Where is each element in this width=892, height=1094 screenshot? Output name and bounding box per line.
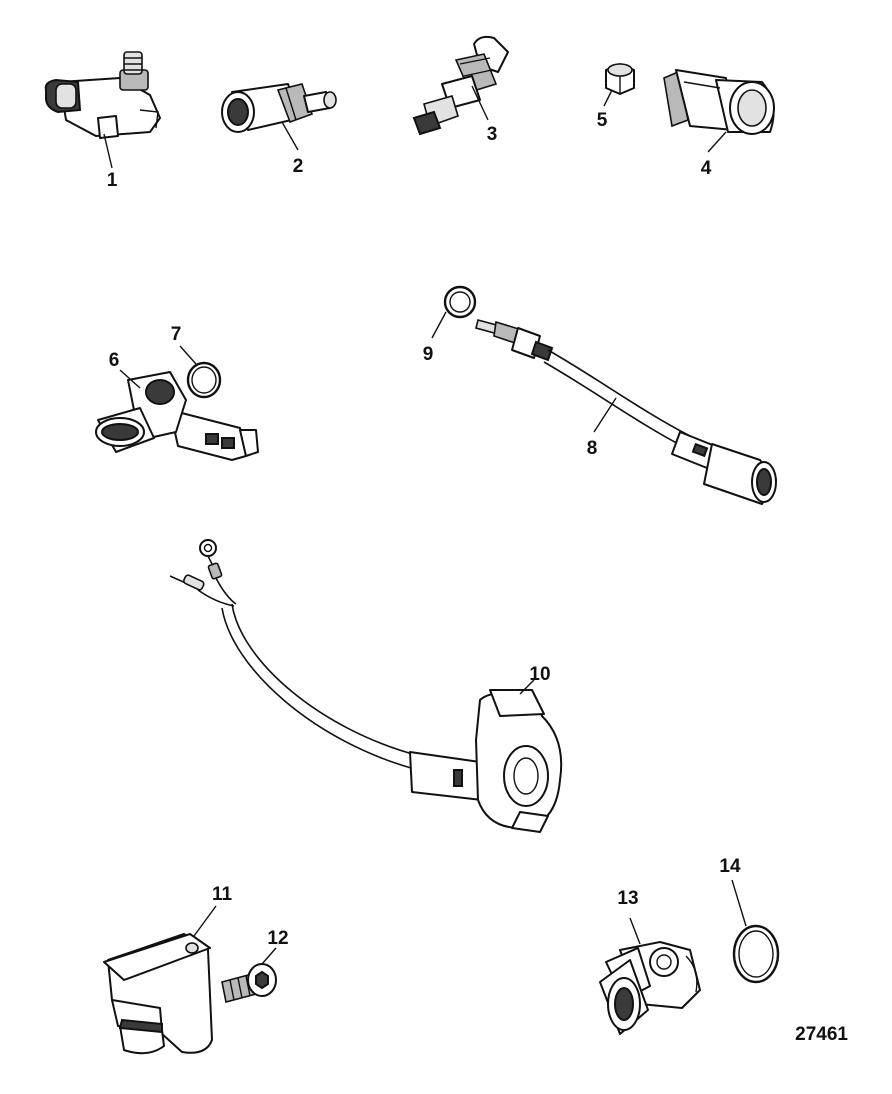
leader-14 [731,879,747,927]
leader-10 [519,679,535,695]
callout-11: 11 [212,884,233,905]
leader-3 [471,85,489,121]
leader-2 [281,121,299,151]
callout-4: 4 [701,158,712,179]
leader-5 [603,89,613,107]
leader-11 [193,905,217,937]
leader-9 [431,311,447,339]
part-4-pressure-sensor [663,69,775,135]
leader-1 [103,133,113,169]
callout-2: 2 [293,156,304,177]
leader-7 [179,345,197,365]
callout-6: 6 [109,350,120,371]
part-5-fitting [605,63,635,95]
callout-7: 7 [171,324,182,345]
callout-14: 14 [719,856,741,877]
part-12-screw [221,963,277,1003]
callout-12: 12 [267,928,288,949]
part-7-o-ring [186,361,222,399]
callout-5: 5 [597,110,608,131]
callout-1: 1 [107,170,118,191]
part-2-temperature-sensor [221,83,337,133]
callout-3: 3 [487,124,498,145]
callout-8: 8 [587,438,598,459]
part-1-map-sensor [44,51,161,139]
part-3-pressure-switch [412,35,509,136]
part-14-seal-ring [732,924,780,984]
leader-6 [119,369,141,389]
leader-8 [593,397,617,433]
leader-13 [629,917,641,945]
callout-9: 9 [423,344,434,365]
figure-number: 27461 [795,1024,848,1045]
part-6-position-sensor [95,371,259,461]
part-11-sensor-housing [103,933,213,1055]
part-13-speed-sensor [599,941,701,1035]
part-9-washer [443,285,477,319]
callout-13: 13 [617,888,638,909]
leader-4 [707,131,727,153]
callout-10: 10 [529,664,550,685]
leader-12 [261,947,277,965]
part-8-sensor-harness [475,319,777,505]
part-10-sensor-with-leads [169,539,563,833]
